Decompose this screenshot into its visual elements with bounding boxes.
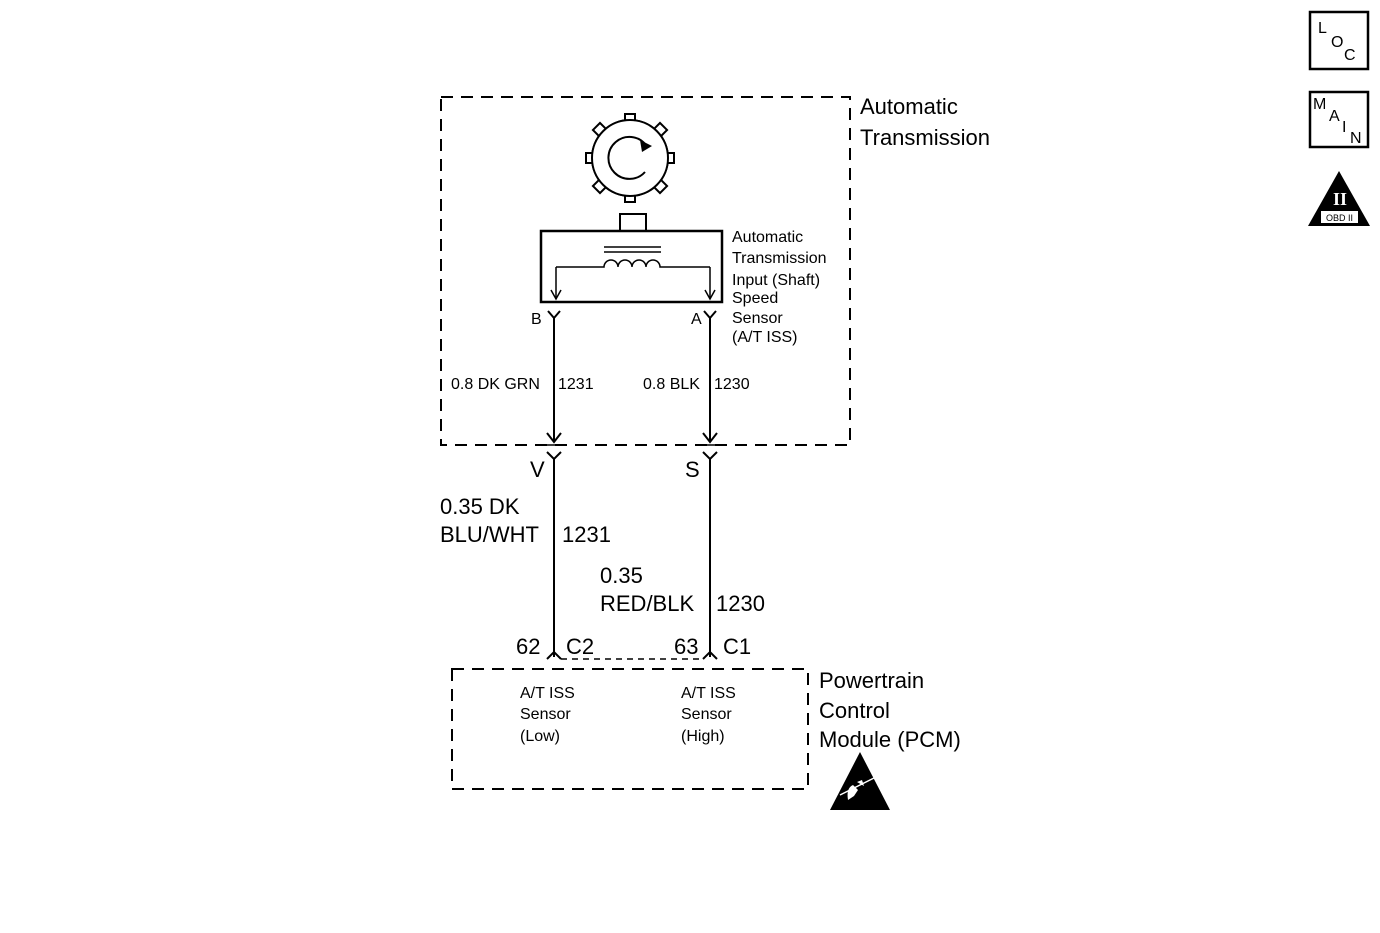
- pcm-pin-63-icon: [702, 650, 718, 660]
- pcm-low-line2: Sensor: [520, 706, 571, 723]
- pcm-high-line3: (High): [681, 728, 725, 745]
- pin-a-connector-icon: [703, 310, 717, 320]
- pcm-label-line3: Module (PCM): [819, 727, 961, 752]
- pcm-low-line3: (Low): [520, 728, 560, 745]
- svg-text:OBD II: OBD II: [1326, 213, 1353, 223]
- pcm-pin-63: 63: [674, 634, 698, 659]
- pcm-high-line1: A/T ISS: [681, 685, 736, 702]
- transmission-label-line1: Automatic: [860, 94, 958, 119]
- pcm-high-line2: Sensor: [681, 706, 732, 723]
- wire-outer-left-line1: 0.35 DK: [440, 494, 520, 519]
- esd-warning-icon: [830, 752, 890, 810]
- wire-outer-left-line2: BLU/WHT: [440, 522, 539, 547]
- svg-text:L: L: [1318, 20, 1327, 37]
- connector-pin-s: S: [685, 457, 700, 482]
- transmission-boundary: [440, 96, 851, 446]
- svg-text:M: M: [1313, 96, 1326, 113]
- sensor-label-line5: Sensor: [732, 310, 783, 327]
- pcm-conn-c2: C2: [566, 634, 594, 659]
- pcm-label-line1: Powertrain: [819, 668, 924, 693]
- svg-text:A: A: [1329, 108, 1340, 125]
- reluctor-wheel-icon: [585, 113, 675, 203]
- svg-text:I: I: [1342, 119, 1346, 136]
- sensor-pin-b: B: [531, 311, 542, 328]
- sensor-pin-a: A: [691, 311, 702, 328]
- connector-pin-v: V: [530, 457, 545, 482]
- sensor-label-line3: Input (Shaft): [732, 272, 820, 289]
- wire-outer-right-line2: RED/BLK: [600, 591, 694, 616]
- svg-text:O: O: [1331, 34, 1343, 51]
- svg-text:C: C: [1344, 47, 1356, 64]
- pcm-pin-62: 62: [516, 634, 540, 659]
- sensor-label-line4: Speed: [732, 290, 778, 307]
- sensor-label-line1: Automatic: [732, 229, 803, 246]
- svg-text:II: II: [1333, 189, 1347, 209]
- main-icon[interactable]: M A I N: [1308, 90, 1370, 149]
- wire-inner-left-circuit: 1231: [558, 376, 594, 393]
- wire-inner-right-circuit: 1230: [714, 376, 750, 393]
- wire-outer-right-line1: 0.35: [600, 563, 643, 588]
- wire-outer-left-circuit: 1231: [562, 522, 611, 547]
- inline-connector-icon: [546, 432, 718, 461]
- obd-ii-icon[interactable]: II OBD II: [1308, 171, 1370, 226]
- loc-icon[interactable]: L O C: [1308, 10, 1370, 71]
- pcm-label-line2: Control: [819, 698, 890, 723]
- pcm-low-line1: A/T ISS: [520, 685, 575, 702]
- wire-inner-right-color: 0.8 BLK: [643, 376, 700, 393]
- pcm-pin-62-icon: [546, 650, 562, 660]
- wire-inner-left-color: 0.8 DK GRN: [451, 376, 540, 393]
- pcm-conn-c1: C1: [723, 634, 751, 659]
- pcm-boundary: [451, 668, 809, 790]
- wire-outer-right-circuit: 1230: [716, 591, 765, 616]
- pin-b-connector-icon: [547, 310, 561, 320]
- svg-text:N: N: [1350, 130, 1362, 147]
- sensor-label-line6: (A/T ISS): [732, 329, 798, 346]
- sensor-label-line2: Transmission: [732, 250, 827, 267]
- speed-sensor: [539, 213, 724, 304]
- transmission-label-line2: Transmission: [860, 125, 990, 150]
